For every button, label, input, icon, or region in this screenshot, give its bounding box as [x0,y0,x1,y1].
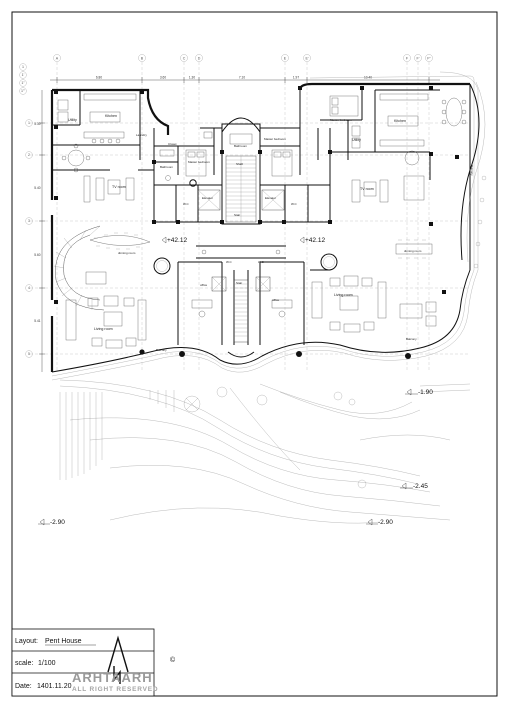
room-label: Utility [352,138,361,142]
lower-stair [227,279,255,358]
room-label: W.C [291,202,297,206]
dimension-label: 1.97 [293,76,299,80]
dimension-label: 5.30 [34,122,40,126]
room-label: W.C [258,260,264,264]
room-label: Elevator [265,196,276,200]
title-block: Layout: Pent House scale: 1/100 Date: 14… [11,628,176,697]
room-labels: Utility Kitchen Laundry Closet Bathroom … [68,114,474,352]
dimension-label: 5.60 [34,253,40,257]
building-outline [50,71,486,381]
dimension-label: 10.40 [364,76,372,80]
grid-axes: A B C D E E' F F' F'' 1 1' 1'' 1''' 1 2 … [19,54,470,372]
room-label: Closet [168,142,177,146]
arhtaarh-logo: ARHTAARH ALL RIGHT RESERVED © [72,635,176,693]
date-value: 1401.11.20 [37,683,72,690]
dimension-chain-top: 6.80 3.60 1.30 7.10 1.97 10.40 [50,76,440,83]
room-label: W.C [183,202,189,206]
elevator-left [197,189,221,211]
interior-walls [52,89,440,345]
axis-label-row: 3 [28,219,30,223]
axis-label-col: E [284,56,287,60]
room-label: Master bedroom [330,118,352,122]
dimension-label: 3.60 [160,76,166,80]
room-label: office [200,283,207,287]
room-label: Stair [236,281,242,285]
level-marker: -2.90 [378,519,393,526]
room-label: Stair [234,213,240,217]
room-label: W.C [226,260,232,264]
axis-label-row: 2 [28,153,30,157]
room-label: Kitchen [105,114,117,118]
elevators-lower [211,276,271,292]
dimension-label: 1.30 [189,76,195,80]
room-label: Balcony [156,348,167,352]
room-label: dinning room [404,249,422,253]
room-label: Master bedroom [188,160,210,164]
room-label: dinning room [118,251,136,255]
axis-label-col: C [183,56,186,60]
dimension-chain-left: 5.30 5.40 5.60 5.41 [34,90,45,372]
room-label: Balcony [470,165,474,176]
axis-label-row: 4 [28,286,30,290]
axis-label-col: F'' [427,56,431,60]
furniture-right-wing [311,93,467,333]
room-label: Master bedroom [264,137,286,141]
room-label: TV room [360,187,374,191]
axis-label-row: 1' [22,73,25,77]
axis-label-col: F [406,56,409,60]
scale-label: scale: [15,660,33,667]
round-columns [153,179,338,275]
spiral-stair-left [53,225,105,311]
room-label: Bathroom [234,144,248,148]
axis-label-col: A [56,56,59,60]
axis-label-col: B [141,56,144,60]
logo-rights: ALL RIGHT RESERVED [72,686,158,693]
elevator-right [261,189,285,211]
furniture-left-wing [57,93,151,349]
axis-label-row: 1'' [21,81,25,85]
room-label: Elevator [202,196,213,200]
axis-label-row: 1''' [21,89,25,93]
main-stair [225,155,257,223]
sheet-border [11,11,498,697]
room-label: Living room [334,293,353,297]
copyright-mark: © [170,656,176,664]
scale-value: 1/100 [38,660,56,667]
axis-label-col: D [198,56,201,60]
room-label: Laundry [136,133,147,137]
structural-columns [54,86,459,359]
furniture-center [159,131,293,318]
room-label: Utility [68,118,77,122]
dimension-label: 7.10 [239,76,245,80]
axis-label-col: F' [417,56,420,60]
dimension-label: 5.40 [34,186,40,190]
level-marker: -2.45 [413,483,428,490]
level-marker: +42.12 [305,237,325,244]
room-label: Balcony [406,337,417,341]
logo-wordmark: ARHTAARH [72,670,153,685]
room-label: Kitchen [394,119,406,123]
dimension-label: 5.41 [34,319,40,323]
level-marker: -1.90 [418,389,433,396]
layout-label: Layout: [15,638,38,645]
site-landscape [59,175,487,524]
level-marker: -2.90 [50,519,65,526]
date-label: Date: [15,683,32,690]
axis-label-row: 5 [28,352,30,356]
room-label: Bathroom [160,165,174,169]
layout-value: Pent House [45,638,82,645]
room-label: Living room [94,327,113,331]
level-markers: +42.12 +42.12 -1.90 -2.45 -2.90 -2.90 [38,236,433,526]
room-label: office [272,298,279,302]
room-label: TV room [112,185,126,189]
axis-label-row: 1 [22,65,24,69]
axis-label-row: 1 [28,121,30,125]
dimension-label: 6.80 [96,76,102,80]
level-marker: +42.12 [167,237,187,244]
room-label: Shaft [236,162,243,166]
axis-label-col: E' [305,56,308,60]
